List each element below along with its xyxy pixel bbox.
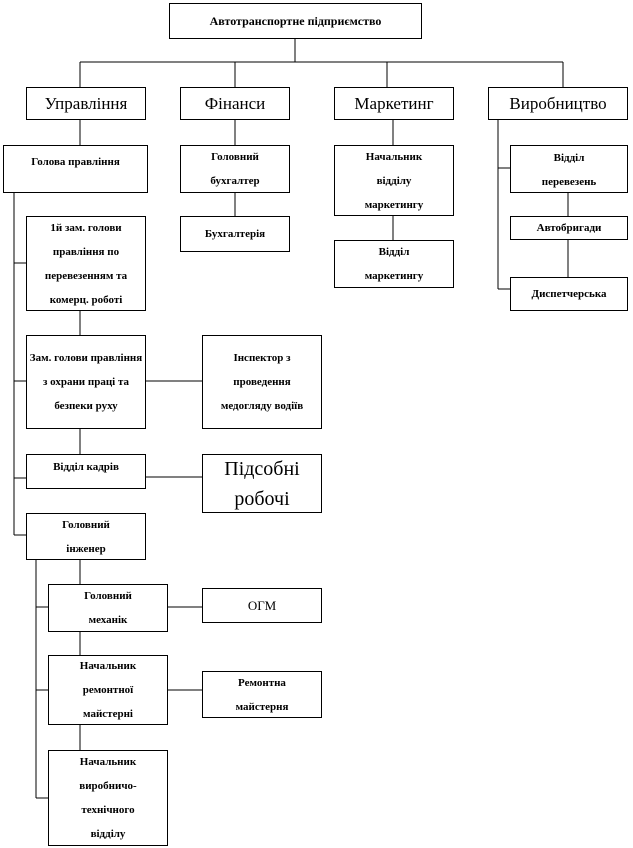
repair-shop-node: Ремонтна майстерня — [202, 671, 322, 718]
hr-department-node: Відділ кадрів — [26, 454, 146, 489]
chief-mechanic-node: Головний механік — [48, 584, 168, 632]
auto-brigades-node: Автобригади — [510, 216, 628, 240]
marketing-dept-node: Відділ маркетингу — [334, 240, 454, 288]
transport-dept-node: Відділ перевезень — [510, 145, 628, 193]
production-node: Виробництво — [488, 87, 628, 120]
marketing-node: Маркетинг — [334, 87, 454, 120]
dispatch-node: Диспетчерська — [510, 277, 628, 311]
finance-node: Фінанси — [180, 87, 290, 120]
accounting-node: Бухгалтерія — [180, 216, 290, 252]
chief-accountant-node: Головний бухгалтер — [180, 145, 290, 193]
deputy-safety-node: Зам. голови правління з охрани праці та … — [26, 335, 146, 429]
medical-inspector-node: Інспектор з проведення медогляду водіїв — [202, 335, 322, 429]
chief-engineer-node: Головний інженер — [26, 513, 146, 560]
management-node: Управління — [26, 87, 146, 120]
first-deputy-node: 1й зам. голови правління по перевезенням… — [26, 216, 146, 311]
head-marketing-node: Начальник відділу маркетингу — [334, 145, 454, 216]
head-repair-shop-node: Начальник ремонтної майстерні — [48, 655, 168, 725]
auxiliary-workers-node: Підсобні робочі — [202, 454, 322, 513]
head-prod-tech-dept-node: Начальник виробничо-технічного відділу — [48, 750, 168, 846]
head-of-board-node: Голова правління — [3, 145, 148, 193]
root-node: Автотранспортне підприємство — [169, 3, 422, 39]
ogm-node: ОГМ — [202, 588, 322, 623]
